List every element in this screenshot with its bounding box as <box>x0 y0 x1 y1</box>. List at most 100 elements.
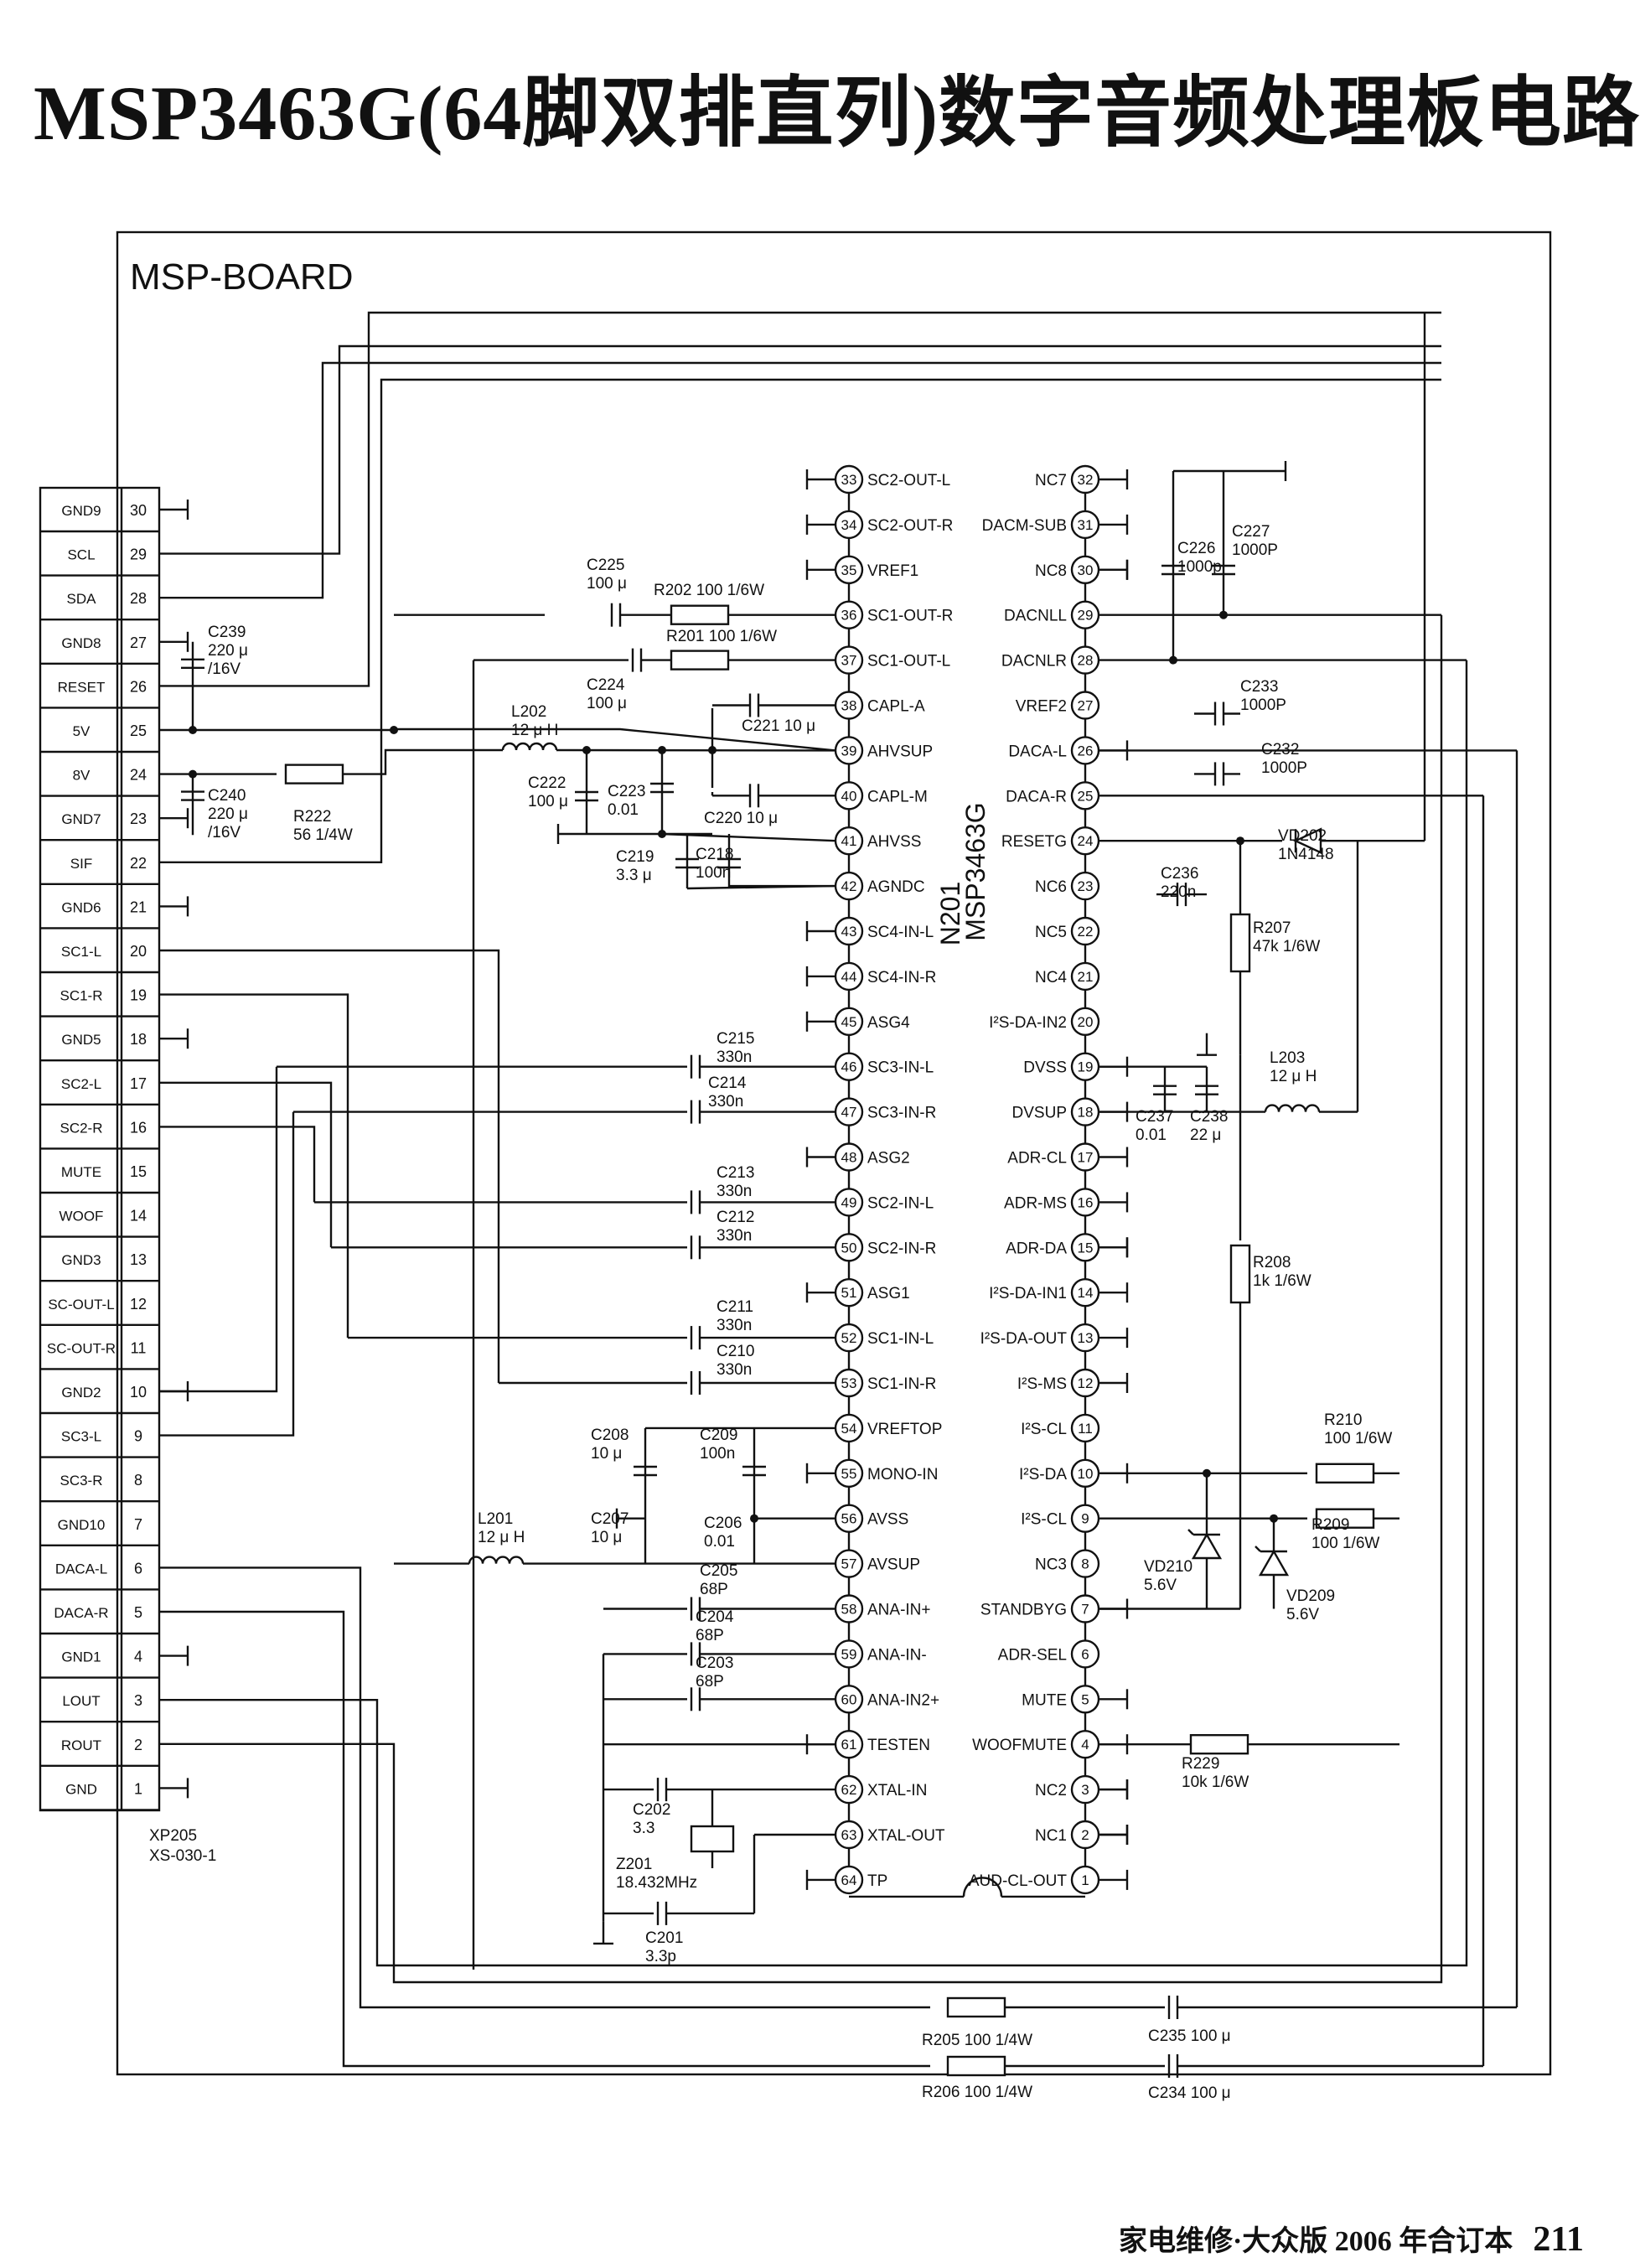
wire <box>159 1610 930 2068</box>
ic-pin-name: AUD-CL-OUT <box>969 1872 1068 1890</box>
ic-pin-11 <box>1070 1413 1100 1443</box>
r206 <box>946 2055 1006 2077</box>
wire <box>159 614 1443 1984</box>
ic-pin-name: TESTEN <box>867 1737 930 1754</box>
c219-label: C219 <box>616 848 654 866</box>
ic-pin-name: NC2 <box>1035 1782 1067 1799</box>
ic-pin-number: 26 <box>1078 743 1094 759</box>
c213-label: 330n <box>717 1183 752 1200</box>
ic-pin-25 <box>1070 781 1100 810</box>
r206-label: R206 100 1/4W <box>922 2084 1032 2101</box>
ic-pin-number: 31 <box>1078 517 1094 533</box>
ic-pin-number: 28 <box>1078 653 1094 669</box>
c226-label: 1000p <box>1177 558 1222 576</box>
connector-ref: XP205 <box>149 1827 197 1845</box>
ic-pin-number: 58 <box>841 1602 857 1618</box>
ic-pin-46 <box>834 1052 864 1081</box>
vd209-bar <box>1255 1546 1261 1552</box>
ic-pin-37 <box>834 645 864 675</box>
ic-pin-name: SC1-IN-L <box>867 1330 934 1348</box>
ic-pin-number: 59 <box>841 1646 857 1662</box>
wire <box>159 660 1468 1967</box>
ic-pin-57 <box>834 1549 864 1578</box>
c236-label: 220n <box>1161 883 1196 901</box>
c234-label: C234 100 μ <box>1148 2084 1231 2102</box>
ic-pin-number: 55 <box>841 1466 857 1482</box>
ic-pin-name: DVSS <box>1023 1059 1067 1077</box>
ic-pin-26 <box>1070 736 1100 765</box>
ic-pin-name: DVSUP <box>1012 1105 1067 1122</box>
c236-label: C236 <box>1161 865 1198 883</box>
ic-ref: N201 <box>935 882 965 946</box>
connector-pin-name: DACA-L <box>55 1561 107 1577</box>
ic-pin-62 <box>834 1774 864 1805</box>
ic-pin-7 <box>1070 1594 1100 1623</box>
ic-pin-number: 38 <box>841 698 857 714</box>
ic-pin-name: SC4-IN-L <box>867 924 934 941</box>
ic-pin-name: ASG1 <box>867 1285 910 1302</box>
ic-pin-number: 11 <box>1078 1421 1093 1437</box>
ic-pin-name: SC4-IN-R <box>867 969 936 986</box>
ic-pin-33 <box>834 464 864 495</box>
connector-part: XS-030-1 <box>149 1847 216 1865</box>
r229 <box>1189 1733 1249 1755</box>
r209-label: 100 1/6W <box>1311 1535 1379 1552</box>
ic-pin-name: NC3 <box>1035 1556 1067 1574</box>
ic-pin-15 <box>1070 1233 1100 1262</box>
wire <box>159 1566 930 2009</box>
junction-dot <box>708 746 717 754</box>
ic-pin-name: XTAL-IN <box>867 1782 927 1799</box>
ic-pin-name: I²S-DA <box>1019 1466 1067 1484</box>
ic-pin-name: NC6 <box>1035 878 1067 896</box>
ic-pin-number: 49 <box>841 1194 857 1210</box>
ic-pin-48 <box>834 1142 864 1172</box>
r209-label: R209 <box>1311 1516 1349 1534</box>
ic-pin-name: SC1-OUT-R <box>867 608 953 625</box>
connector-pin-number: 16 <box>130 1119 147 1136</box>
c223-label: C223 <box>608 783 645 800</box>
c209-label: 100n <box>700 1445 735 1463</box>
ic-pin-name: SC2-OUT-L <box>867 472 950 489</box>
connector-pin-number: 30 <box>130 502 147 519</box>
c219-label: 3.3 μ <box>616 867 652 884</box>
board-outline <box>116 230 1552 2076</box>
connector-pin-name: WOOF <box>59 1209 104 1225</box>
vd209-label: 5.6V <box>1286 1606 1319 1623</box>
ic-pin-number: 62 <box>841 1782 857 1798</box>
connector-pin-name: SC1-L <box>61 944 101 960</box>
ic-pin-number: 6 <box>1081 1646 1089 1662</box>
ic-pin-name: VREF2 <box>1016 698 1067 716</box>
c202-label: C202 <box>633 1801 670 1819</box>
c210-label: C210 <box>717 1343 754 1360</box>
c215-label: C215 <box>717 1030 754 1048</box>
ic-pin-number: 13 <box>1078 1330 1094 1346</box>
connector-pin-number: 20 <box>130 943 147 960</box>
c225-label: C225 <box>587 557 624 574</box>
ic-pin-number: 54 <box>841 1421 857 1437</box>
connector-pin-name: GND <box>65 1781 97 1797</box>
ic-pin-name: SC2-OUT-R <box>867 517 953 535</box>
l203-label: L203 <box>1270 1049 1305 1067</box>
connector-pin-number: 7 <box>134 1516 142 1533</box>
z201-label: Z201 <box>616 1856 652 1873</box>
c208-label: C208 <box>591 1427 629 1444</box>
vd210 <box>1191 1532 1223 1560</box>
ic-pin-number: 30 <box>1078 562 1094 578</box>
ic-pin-number: 4 <box>1081 1737 1089 1753</box>
r201 <box>670 650 730 671</box>
wire <box>159 378 1441 864</box>
connector-pin-number: 1 <box>134 1780 142 1797</box>
ic-pin-number: 51 <box>841 1285 857 1301</box>
ic-pin-number: 21 <box>1078 969 1094 985</box>
ic-pin-number: 10 <box>1078 1466 1094 1482</box>
connector-pin-number: 22 <box>130 855 147 872</box>
l201-label: L201 <box>478 1510 513 1528</box>
ic-pin-name: I²S-DA-OUT <box>980 1330 1068 1348</box>
connector-pin-name: 5V <box>73 723 91 739</box>
board-label: MSP-BOARD <box>130 256 353 298</box>
c211-label: C211 <box>717 1298 753 1316</box>
ic-pin-name: ANA-IN+ <box>867 1602 931 1619</box>
junction-dot <box>658 746 666 754</box>
connector-pin-name: GND1 <box>61 1649 101 1665</box>
